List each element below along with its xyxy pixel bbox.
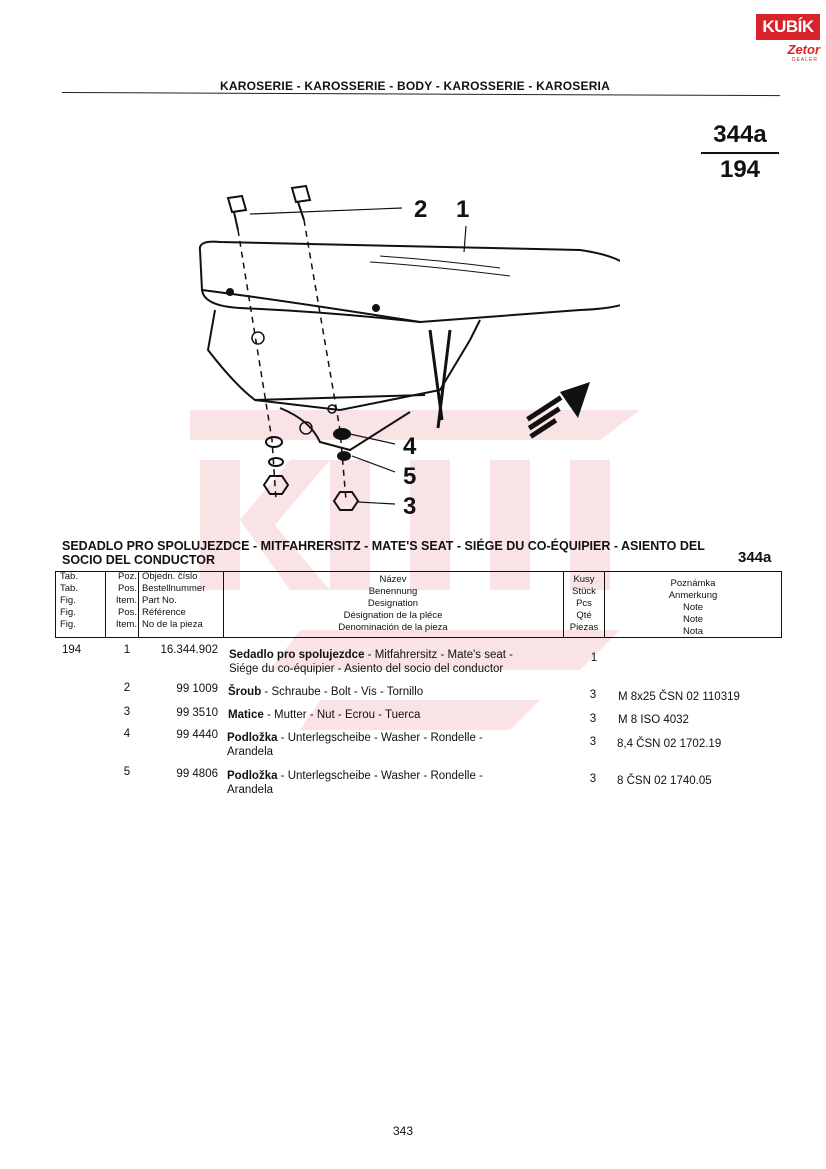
row-note: M 8x25 ČSN 02 110319: [618, 691, 740, 703]
row-part-number: 99 4806: [176, 768, 218, 780]
row-note: M 8 ISO 4032: [618, 714, 689, 726]
row-designation: Šroub - Schraube - Bolt - Vis - Tornillo: [228, 686, 424, 698]
seat-support-frame: [206, 309, 481, 412]
row-position: 5: [123, 766, 131, 778]
row-designation: Sedadlo pro spolujezdce - Mitfahrersitz …: [229, 649, 513, 675]
callout-3: 3: [403, 493, 417, 520]
row-position: 3: [123, 706, 131, 718]
washer-right-1: [333, 428, 351, 440]
row-quantity: 3: [589, 713, 597, 725]
row-note: 8 ČSN 02 1740.05: [617, 775, 712, 787]
seat-cushion-shape: [198, 240, 620, 324]
page-reference-divider: [701, 152, 779, 154]
row-position: 1: [123, 644, 131, 656]
col-divider: [138, 572, 139, 637]
callout-1: 1: [456, 196, 470, 223]
row-quantity: 3: [589, 689, 597, 701]
callout-4: 4: [403, 433, 417, 460]
washer-right-2: [337, 451, 351, 461]
row-part-number: 99 3510: [176, 707, 218, 719]
nut-left: [262, 475, 290, 495]
page-reference-bottom: 194: [719, 156, 761, 183]
logo-tagline: DEALER: [791, 57, 818, 63]
row-position: 2: [123, 682, 131, 694]
washer-left-1: [265, 436, 283, 448]
page-number: 343: [393, 1124, 414, 1138]
row-designation: Podložka - Unterlegscheibe - Washer - Ro…: [227, 770, 483, 796]
logo-red-block: KUBÍK: [756, 14, 820, 40]
parts-table-header: Tab.Tab.Fig.Fig.Fig. Poz.Pos.Item.Pos.It…: [55, 571, 782, 638]
nut-right: [332, 491, 360, 511]
seat-assembly-drawing: [198, 184, 620, 511]
logo-brand: Zetor: [787, 42, 821, 57]
col-divider: [105, 572, 106, 637]
col-divider: [223, 572, 224, 637]
callout-5: 5: [403, 463, 417, 490]
header-poz: Poz.Pos.Item.Pos.Item.: [115, 571, 137, 630]
page-reference-top: 344a: [713, 121, 767, 148]
kubik-zetor-logo: KUBÍK Zetor DEALER: [756, 14, 820, 64]
row-position: 4: [123, 728, 131, 740]
col-divider: [563, 572, 564, 637]
row-quantity: 1: [590, 652, 598, 664]
row-part-number: 16.344.902: [160, 644, 218, 656]
row-part-number: 99 4440: [176, 729, 218, 741]
row-quantity: 3: [589, 736, 597, 748]
row-designation: Matice - Mutter - Nut - Ecrou - Tuerca: [228, 709, 421, 721]
washer-left-2: [268, 457, 284, 467]
page-reference: 344a 194: [700, 120, 780, 184]
page-header: KAROSERIE - KAROSSERIE - BODY - KAROSSER…: [220, 79, 610, 93]
direction-arrow-icon: [526, 382, 590, 439]
row-quantity: 3: [589, 773, 597, 785]
header-rule: [61, 92, 780, 97]
bolt-left: [226, 194, 248, 231]
section-code: 344a: [738, 549, 772, 566]
header-tab: Tab.Tab.Fig.Fig.Fig.: [60, 571, 78, 630]
bolt-right: [290, 184, 312, 221]
row-tab: 194: [62, 644, 82, 656]
logo-name: KUBÍK: [762, 17, 814, 36]
row-designation: Podložka - Unterlegscheibe - Washer - Ro…: [227, 732, 483, 758]
row-note: 8,4 ČSN 02 1702.19: [617, 738, 722, 750]
col-divider: [604, 572, 605, 637]
section-title: SEDADLO PRO SPOLUJEZDCE - MITFAHRERSITZ …: [62, 539, 705, 567]
row-part-number: 99 1009: [176, 683, 218, 695]
callout-2: 2: [414, 196, 428, 223]
